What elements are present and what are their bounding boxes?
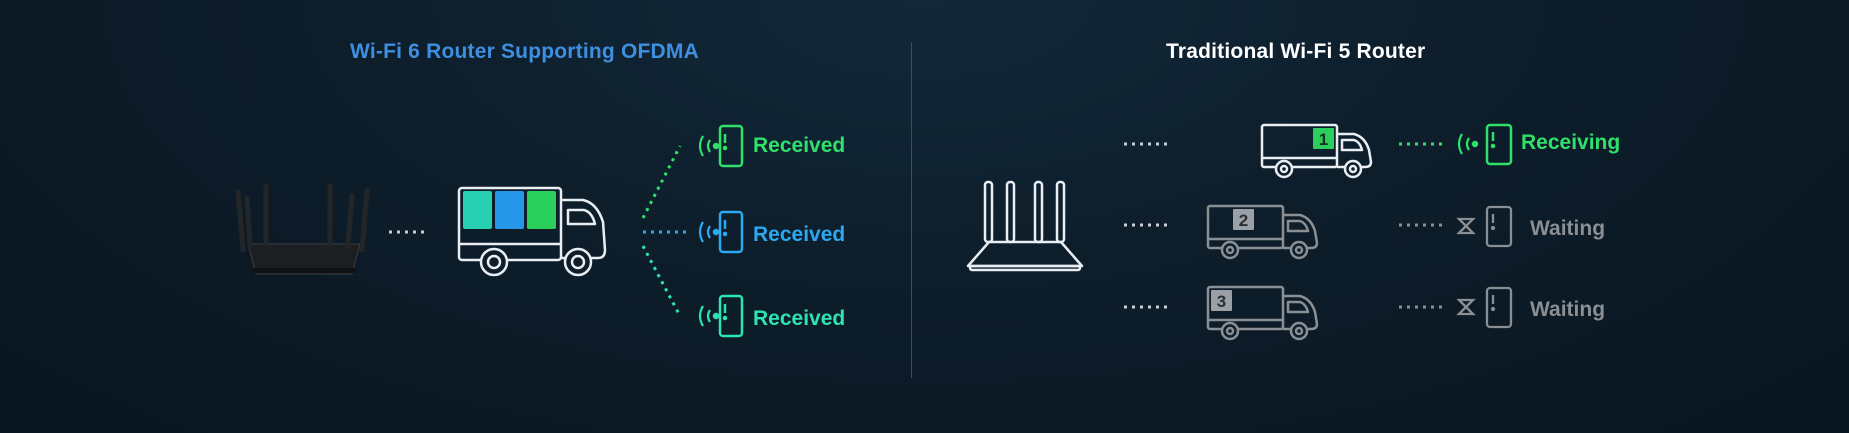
wifi6-router-icon [235,183,370,275]
wifi5-link-dots [1124,142,1168,309]
wifi6-truck-icon [457,186,607,277]
wifi5-status-2: Waiting [1530,217,1606,240]
wifi5-truck-3-crate [1211,290,1232,311]
wifi5-truck-1-crate [1313,128,1334,149]
wifi5-truck-2-crate [1233,209,1254,230]
wifi6-device-3 [698,294,744,338]
wifi5-title: Traditional Wi-Fi 5 Router [1166,40,1426,63]
wifi5-device-1 [1457,123,1513,166]
wifi6-status-2: Received [753,223,846,246]
panel-divider [911,42,912,378]
wifi5-status-3: Waiting [1530,298,1606,321]
wifi6-status-3: Received [753,307,846,330]
wifi6-title: Wi-Fi 6 Router Supporting OFDMA [350,40,699,63]
wifi5-truck-1-icon [1260,123,1373,179]
wifi5-status-1: Receiving [1521,131,1621,154]
wifi5-truck-2-icon [1206,204,1319,260]
wifi5-router-icon [966,180,1084,272]
wifi5-truck-3-number: 3 [1217,292,1226,311]
wifi6-device-2 [698,210,744,254]
wifi6-status-1: Received [753,134,846,157]
wifi5-truck-3-icon [1206,285,1319,341]
wifi5-truck-2-number: 2 [1239,211,1248,230]
ofdma-fanout-lines [641,145,686,317]
wifi5-device-2 [1456,205,1513,248]
wifi5-device-3 [1456,286,1513,329]
wifi6-cargo-crates [463,191,556,229]
wifi5-truck-1-number: 1 [1319,130,1328,149]
wifi6-device-1 [698,124,744,168]
